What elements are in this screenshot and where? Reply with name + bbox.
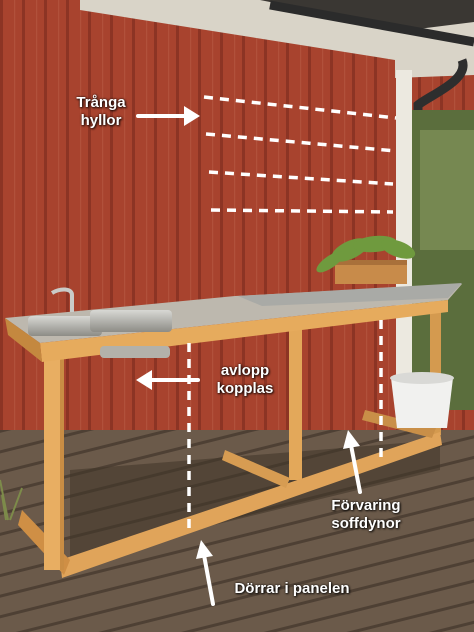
small-plant-left [0, 479, 23, 521]
annotation-arrows [136, 106, 362, 606]
countertop-side-beam [5, 318, 42, 362]
frame-post-mid [289, 328, 302, 480]
label-doors: Dörrar i panelen [234, 580, 350, 597]
roof [260, 0, 474, 30]
frame-lower-rail-front [60, 432, 442, 578]
countertop-metal [238, 283, 462, 306]
label-shelves: Trånga hyllor [76, 94, 126, 129]
frame-post-back-right [430, 300, 441, 435]
sink-left [28, 316, 102, 336]
label-drain: avlopp kopplas [216, 362, 274, 397]
label-storage: Förvaring soffdynor [331, 497, 401, 532]
frame-leg-front-left-edge [60, 345, 64, 570]
gutter [269, 0, 474, 47]
fern-plant [316, 235, 416, 273]
corner-post [396, 70, 412, 400]
background-foliage-light [420, 130, 474, 250]
frame-diagonal-board [222, 450, 290, 488]
sink-basin-under [100, 346, 170, 358]
planter-box-top [335, 260, 407, 265]
downpipe [413, 58, 468, 400]
flower-pot-rim [390, 372, 454, 384]
shelf-dashed-lines [203, 95, 397, 214]
frame-leg-front-left [44, 345, 64, 570]
faucet [50, 287, 74, 312]
flower-pot [391, 378, 453, 428]
door-dashed-lines [187, 320, 383, 535]
sink-right [90, 310, 172, 332]
